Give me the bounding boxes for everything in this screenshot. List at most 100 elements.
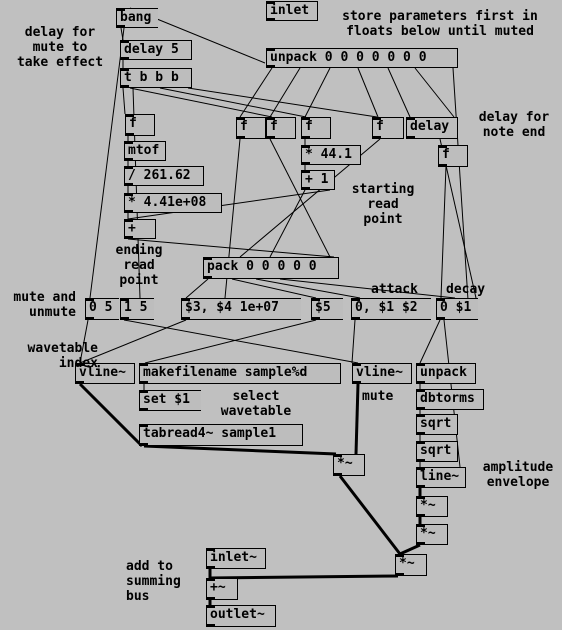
pack-label: pack 0 0 0 0 0 [207,259,317,274]
comment-wavetable-index: wavetable index [27,341,98,371]
patch-cord [399,543,421,556]
delay-note-object[interactable]: delay [406,117,458,139]
outlet-label: outlet~ [210,607,265,622]
inlet-label: inlet [270,3,310,18]
patch-cord [269,67,301,118]
message-attack-label: 0, $1 $2 [355,300,418,315]
patch-cord [159,87,307,118]
patch-cord [144,319,317,364]
patch-cord [122,87,126,115]
float-object-4[interactable]: f [301,117,331,139]
comment-attack: attack [371,282,418,297]
multiply-big-object[interactable]: * 4.41e+08 [124,193,222,213]
patch-cord [338,475,402,555]
comment-mute-unmute: mute and unmute [13,290,76,320]
divide-label: / 261.62 [128,168,191,183]
float-label-5: f [376,119,384,134]
comment-starting-read-point: starting read point [351,182,415,227]
delay-5-label: delay 5 [124,42,179,57]
trigger-object[interactable]: t b b b [120,68,192,88]
message-flag [342,298,350,318]
patch-cord [127,189,331,220]
add-signal-label: +~ [210,580,226,595]
patch-cord [123,319,359,364]
message-1-5[interactable]: 1 5 [120,298,154,320]
multiply-signal-mute[interactable]: *~ [333,454,365,476]
delay-5-object[interactable]: delay 5 [120,40,192,60]
patch-cord [452,67,469,301]
divide-object[interactable]: / 261.62 [124,166,204,186]
message-0-5[interactable]: 0 5 [85,298,119,320]
message-vline-params[interactable]: $3, $4 1e+07 [181,298,301,320]
patch-cord [269,138,331,258]
outlet-object[interactable]: outlet~ [206,605,276,627]
message-decay[interactable]: 0 $1 [436,298,478,320]
patch-cord [351,319,356,364]
mtof-object[interactable]: mtof [124,141,166,161]
patch-cord [419,319,441,364]
dbtorms-object[interactable]: dbtorms [416,389,484,410]
patch-cord [89,27,125,299]
sqrt-object-1[interactable]: sqrt [416,414,458,435]
pack-object[interactable]: pack 0 0 0 0 0 [203,257,339,279]
inlet-object[interactable]: inlet [266,1,318,21]
patch-cord [127,238,335,258]
sqrt-object-2[interactable]: sqrt [416,441,458,462]
add-object[interactable]: + [124,219,156,239]
multiply-signal-env-2[interactable]: *~ [416,524,448,545]
vline-mute-label: vline~ [356,365,403,380]
add-signal-object[interactable]: +~ [206,578,238,600]
message-decay-label: 0 $1 [440,300,472,315]
message-5[interactable]: $5 [311,298,343,320]
patch-cord [440,165,447,299]
message-vline-params-label: $3, $4 1e+07 [185,300,279,315]
unpack-8-object[interactable]: unpack 0 0 0 0 0 0 0 [266,48,458,68]
line-object[interactable]: line~ [416,467,466,488]
vline-index-object[interactable]: vline~ [75,363,135,384]
signal-inlet-object[interactable]: inlet~ [206,548,266,569]
multiply-signal-output[interactable]: *~ [395,554,427,576]
multiply-signal-env-1[interactable]: *~ [416,496,448,517]
unpack-envelope-object[interactable]: unpack [416,363,476,384]
patch-cord [387,67,411,118]
bang-message[interactable]: bang [116,8,158,28]
tabread4-object[interactable]: tabread4~ sample1 [139,424,303,446]
patch-cord [209,574,399,580]
float-label-1: f [129,116,137,131]
tabread4-label: tabread4~ sample1 [143,426,277,441]
add-1-object[interactable]: + 1 [301,170,335,190]
comment-ending-read-point: ending read point [115,243,163,288]
multiply-signal-env-2-label: *~ [420,526,436,541]
float-object-3[interactable]: f [266,117,296,139]
comment-store-parameters: store parameters first in floats below u… [342,9,538,39]
line-label: line~ [420,469,460,484]
message-flag [153,298,161,318]
sqrt-label-1: sqrt [420,416,452,431]
patch-cord [79,319,89,364]
message-attack[interactable]: 0, $1 $2 [351,298,431,320]
dbtorms-label: dbtorms [420,391,475,406]
multiply-44-object[interactable]: * 44.1 [301,145,361,165]
message-0-5-label: 0 5 [89,300,113,315]
float-label-2: f [240,119,248,134]
float-object-6[interactable]: f [438,145,468,167]
patch-cord [143,444,337,456]
signal-inlet-label: inlet~ [210,550,257,565]
message-flag [300,298,308,318]
float-object-2[interactable]: f [236,117,266,139]
patch-cord [279,278,456,299]
message-flag [157,8,165,28]
multiply-big-label: * 4.41e+08 [128,195,207,210]
float-object-5[interactable]: f [372,117,404,139]
makefilename-object[interactable]: makefilename sample%d [139,363,341,384]
message-5-label: $5 [315,300,331,315]
vline-mute-object[interactable]: vline~ [352,363,412,384]
patch-cord [78,382,144,448]
patch-cord [269,189,306,258]
unpack-envelope-label: unpack [420,365,467,380]
float-object-1[interactable]: f [125,114,155,136]
patch-cord [187,87,378,118]
set-wavetable-message[interactable]: set $1 [139,390,201,411]
patch-cord [239,67,273,118]
